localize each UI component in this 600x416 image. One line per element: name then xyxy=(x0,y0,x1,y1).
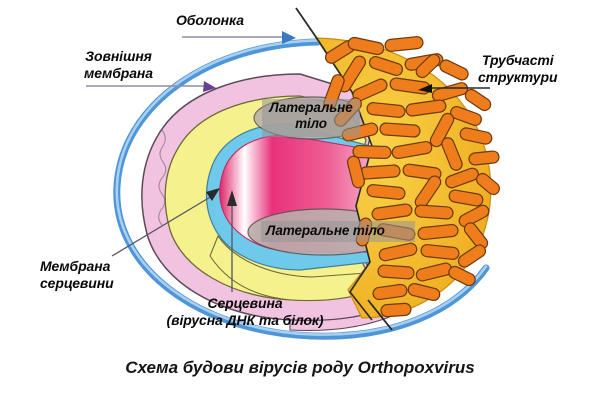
figure-caption: Схема будови вірусів роду Orthopoxvirus xyxy=(125,358,475,377)
label-outer-membrane-line2: мембрана xyxy=(84,64,153,81)
label-core-line2: (вірусна ДНК та білок) xyxy=(166,311,324,328)
label-core: Серцевина (вірусна ДНК та білок) xyxy=(122,295,368,328)
envelope-ribbon xyxy=(113,38,490,340)
pointer-cut-top xyxy=(295,7,319,41)
lateral-body-upper-label-plate xyxy=(262,99,360,137)
label-core-line1: Серцевина xyxy=(207,295,283,311)
leader-lines xyxy=(86,7,490,331)
leader-core-membrane xyxy=(111,195,213,257)
lateral-body-lower-label-plate xyxy=(261,221,415,242)
label-lateral-body-lower: Латеральне тіло xyxy=(266,223,385,239)
label-envelope: Оболонка xyxy=(176,12,244,29)
label-lateral-body-upper-line2: тіло xyxy=(295,115,327,131)
pointer-cut-bottom xyxy=(367,299,393,331)
label-core-membrane: Мембрана серцевини xyxy=(40,258,114,291)
label-tubular-structures: Трубчасті структури xyxy=(478,52,558,85)
label-lateral-body-lower-text: Латеральне тіло xyxy=(266,223,385,238)
label-outer-membrane: Зовнішня мембрана xyxy=(84,48,153,81)
label-core-membrane-line2: серцевини xyxy=(40,274,114,291)
label-tubular-line1: Трубчасті xyxy=(481,52,554,68)
label-core-membrane-line1: Мембрана xyxy=(40,258,111,274)
label-outer-membrane-line1: Зовнішня xyxy=(85,48,152,64)
label-tubular-line2: структури xyxy=(478,68,558,85)
label-lateral-body-upper-line1: Латеральне xyxy=(269,100,353,115)
label-envelope-text: Оболонка xyxy=(176,12,244,28)
label-lateral-body-upper: Латеральне тіло xyxy=(263,100,359,132)
